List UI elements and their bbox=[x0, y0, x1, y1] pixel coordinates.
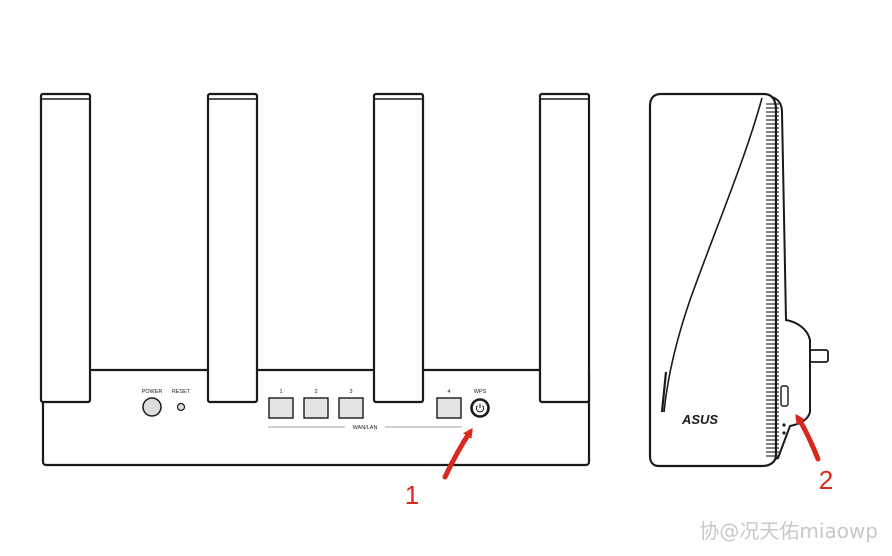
extender-front-panel bbox=[648, 92, 778, 468]
wan-lan-label: WAN/LAN bbox=[353, 425, 378, 431]
router-antenna-4 bbox=[538, 92, 591, 404]
side-vent-grille bbox=[766, 103, 779, 457]
callout-2-label: 2 bbox=[819, 465, 833, 495]
router-antenna-3 bbox=[372, 92, 425, 404]
extender-facet-line bbox=[663, 97, 763, 413]
range-extender: ASUS bbox=[648, 92, 829, 468]
port-4-label: 4 bbox=[447, 389, 450, 395]
lan-port-3[interactable] bbox=[338, 397, 364, 419]
wps-label: WPS bbox=[474, 389, 487, 395]
router-antenna-2 bbox=[206, 92, 259, 404]
reset-label: RESET bbox=[172, 389, 191, 395]
extender-wps-button[interactable] bbox=[780, 385, 789, 407]
power-button[interactable] bbox=[142, 397, 162, 417]
extender-light-bar bbox=[660, 371, 668, 413]
callout-1-label: 1 bbox=[405, 480, 419, 510]
callout-2-arrow bbox=[795, 413, 821, 462]
extender-led-1 bbox=[782, 423, 786, 427]
reset-button[interactable] bbox=[176, 402, 186, 412]
router: POWER RESET 1 2 3 4 WAN/LAN WPS bbox=[39, 92, 591, 467]
port-1-label: 1 bbox=[279, 389, 282, 395]
callout-2: 2 bbox=[795, 413, 833, 495]
router-antenna-1 bbox=[39, 92, 92, 404]
asus-logo: ASUS bbox=[681, 412, 718, 427]
callout-1-arrow bbox=[442, 427, 473, 480]
extender-led-2 bbox=[782, 431, 786, 435]
power-label: POWER bbox=[142, 389, 163, 395]
lan-port-1[interactable] bbox=[268, 397, 294, 419]
callout-1: 1 bbox=[405, 427, 473, 510]
watermark: 协@况天佑miaowp bbox=[699, 519, 878, 543]
port-3-label: 3 bbox=[349, 389, 352, 395]
wps-power-icon bbox=[475, 403, 485, 413]
port-2-label: 2 bbox=[314, 389, 317, 395]
lan-port-2[interactable] bbox=[303, 397, 329, 419]
lan-port-4[interactable] bbox=[436, 397, 462, 419]
